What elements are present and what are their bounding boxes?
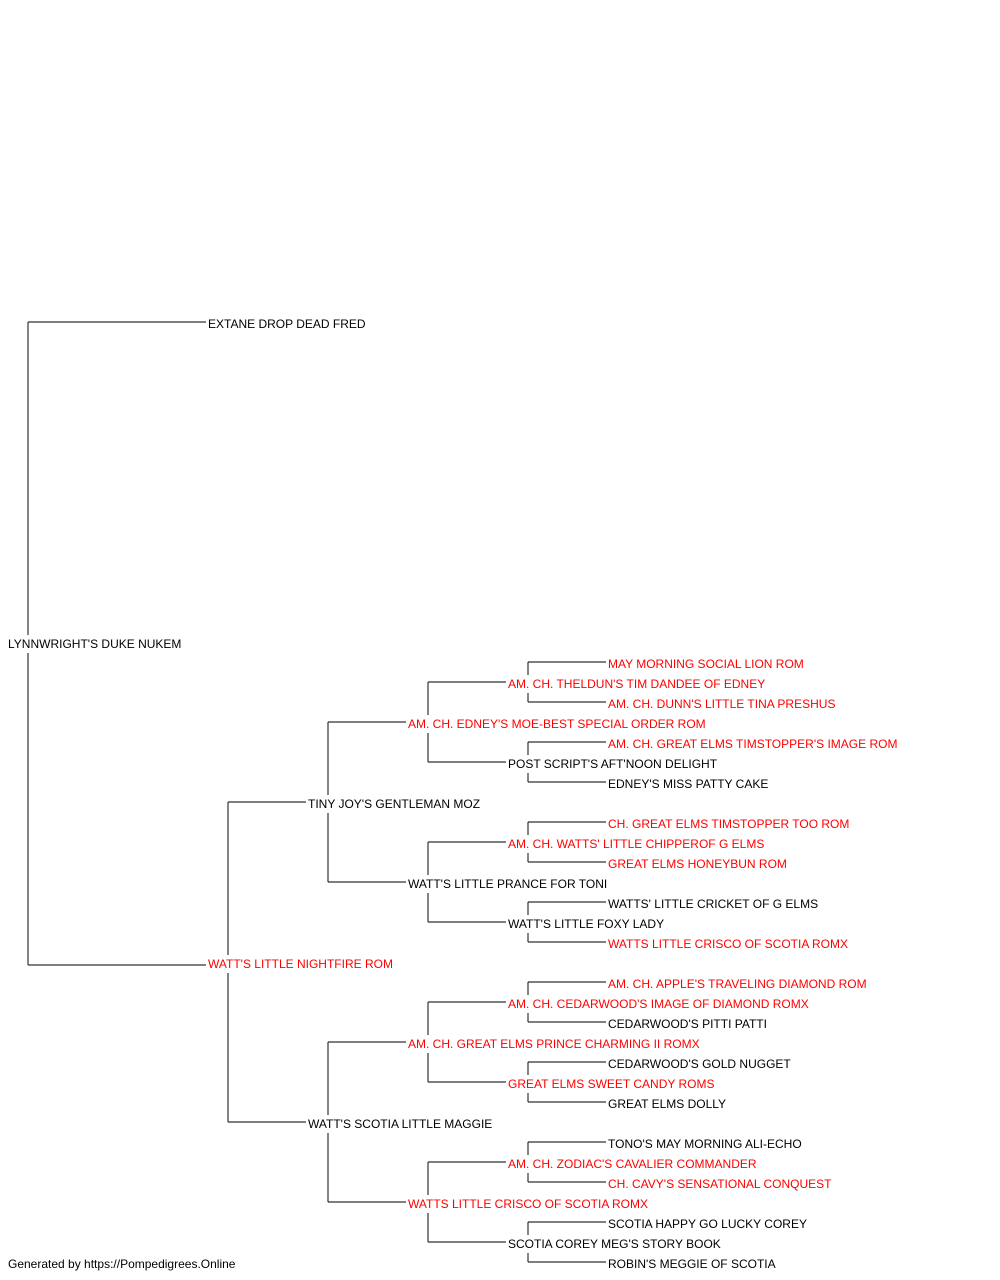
- pedigree-name-dssdd: EDNEY'S MISS PATTY CAKE: [608, 777, 768, 791]
- pedigree-name-dsdsd: GREAT ELMS HONEYBUN ROM: [608, 857, 787, 871]
- pedigree-name-dddd: SCOTIA COREY MEG'S STORY BOOK: [508, 1237, 721, 1251]
- pedigree-name-ddddd: ROBIN'S MEGGIE OF SCOTIA: [608, 1257, 776, 1271]
- pedigree-name-dsddd: WATTS LITTLE CRISCO OF SCOTIA ROMX: [608, 937, 848, 951]
- pedigree-name-ddsdd: GREAT ELMS DOLLY: [608, 1097, 726, 1111]
- pedigree-name-dssds: AM. CH. GREAT ELMS TIMSTOPPER'S IMAGE RO…: [608, 737, 897, 751]
- pedigree-name-dd: WATT'S SCOTIA LITTLE MAGGIE: [308, 1117, 492, 1131]
- pedigree-name-dds: AM. CH. GREAT ELMS PRINCE CHARMING II RO…: [408, 1037, 700, 1051]
- pedigree-name-dddds: SCOTIA HAPPY GO LUCKY COREY: [608, 1217, 807, 1231]
- pedigree-name-dsds: AM. CH. WATTS' LITTLE CHIPPEROF G ELMS: [508, 837, 764, 851]
- pedigree-name-dssss: MAY MORNING SOCIAL LION ROM: [608, 657, 804, 671]
- pedigree-name-ddsds: CEDARWOOD'S GOLD NUGGET: [608, 1057, 791, 1071]
- pedigree-name-dsss: AM. CH. THELDUN'S TIM DANDEE OF EDNEY: [508, 677, 765, 691]
- pedigree-name-s: EXTANE DROP DEAD FRED: [208, 317, 366, 331]
- pedigree-name-ddsss: AM. CH. APPLE'S TRAVELING DIAMOND ROM: [608, 977, 867, 991]
- pedigree-name-ds: TINY JOY'S GENTLEMAN MOZ: [308, 797, 480, 811]
- footer-credit: Generated by https://Pompedigrees.Online: [8, 1257, 236, 1271]
- pedigree-name-dsd: WATT'S LITTLE PRANCE FOR TONI: [408, 877, 607, 891]
- pedigree-name-ddds: AM. CH. ZODIAC'S CAVALIER COMMANDER: [508, 1157, 757, 1171]
- pedigree-name-ddd: WATTS LITTLE CRISCO OF SCOTIA ROMX: [408, 1197, 648, 1211]
- pedigree-name-dsssd: AM. CH. DUNN'S LITTLE TINA PRESHUS: [608, 697, 835, 711]
- pedigree-name-dsdss: CH. GREAT ELMS TIMSTOPPER TOO ROM: [608, 817, 849, 831]
- pedigree-name-dss: AM. CH. EDNEY'S MOE-BEST SPECIAL ORDER R…: [408, 717, 706, 731]
- pedigree-name-dsdd: WATT'S LITTLE FOXY LADY: [508, 917, 664, 931]
- pedigree-name-dddsd: CH. CAVY'S SENSATIONAL CONQUEST: [608, 1177, 832, 1191]
- pedigree-name-ddssd: CEDARWOOD'S PITTI PATTI: [608, 1017, 767, 1031]
- pedigree-name-dssd: POST SCRIPT'S AFT'NOON DELIGHT: [508, 757, 718, 771]
- pedigree-name-ddss: AM. CH. CEDARWOOD'S IMAGE OF DIAMOND ROM…: [508, 997, 809, 1011]
- pedigree-name-dsdds: WATTS' LITTLE CRICKET OF G ELMS: [608, 897, 818, 911]
- pedigree-name-ddsd: GREAT ELMS SWEET CANDY ROMS: [508, 1077, 714, 1091]
- pedigree-name-dddss: TONO'S MAY MORNING ALI-ECHO: [608, 1137, 802, 1151]
- pedigree-name-d: WATT'S LITTLE NIGHTFIRE ROM: [208, 957, 393, 971]
- pedigree-name-proband: LYNNWRIGHT'S DUKE NUKEM: [8, 637, 181, 651]
